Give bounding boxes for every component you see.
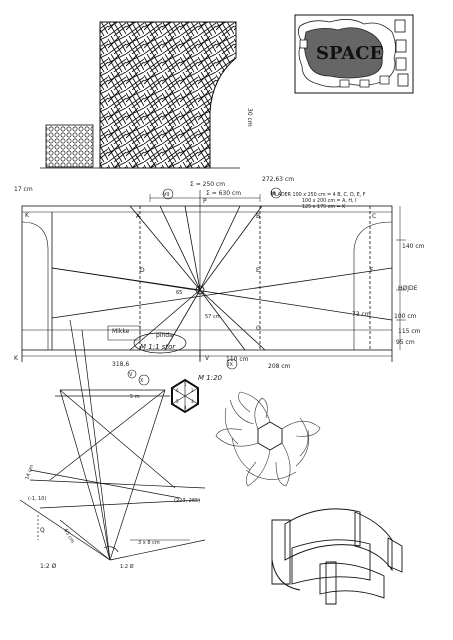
perspective-construction	[19, 319, 206, 561]
circled-mark-3	[226, 358, 238, 370]
space-logo-text: SPACE	[316, 43, 383, 64]
inner-label-d: D	[140, 267, 145, 274]
persp-label-7: 5 m	[130, 394, 140, 400]
circled-mark-4-text: X	[140, 378, 144, 384]
right-dim-2: HØJDE	[398, 285, 418, 292]
circled-mark-1	[162, 188, 174, 200]
hex-label-3: 3	[191, 399, 194, 404]
right-dim-4: 115 cm	[398, 328, 421, 335]
circled-mark-4	[138, 374, 150, 386]
hex-label-4: 4	[184, 405, 187, 410]
plan-drawing	[21, 190, 406, 362]
persp-label-2: (223, 265)	[174, 498, 200, 504]
inner-label-g: G	[256, 325, 261, 332]
corner-label-a: A	[136, 213, 141, 220]
persp-label-8: 3 x 8 cm	[138, 540, 160, 546]
curved-panels-ring	[271, 508, 403, 605]
space-logo-plan: SPACE	[294, 14, 414, 94]
right-dim-5: 95 cm	[396, 339, 415, 346]
top-dim-3: 272,63 cm	[262, 176, 294, 183]
scale-label-1: M 1:1 stor	[140, 343, 176, 351]
legend-line-1: PLADER 100 x 250 cm = 4 B, C, D, E, F	[272, 192, 366, 198]
hex-label-1: 1	[184, 382, 187, 387]
corner-label-k-left: K	[25, 212, 30, 219]
corner-label-b: B	[256, 213, 260, 220]
top-dim-2: Σ = 630 cm	[206, 190, 241, 197]
circled-mark-3-text: IX	[228, 362, 233, 368]
corner-label-k-bottom: K	[14, 355, 19, 362]
inner-label-f: F	[370, 267, 374, 274]
circled-mark-5	[127, 369, 137, 379]
bottom-dim-2: 208 cm	[268, 363, 291, 370]
inner-dim-2: 65	[176, 290, 182, 296]
pattern-note: 30 cm	[246, 108, 253, 127]
persp-label-1: 14 cm	[24, 464, 35, 481]
scale-label-2: M 1:20	[198, 374, 223, 382]
right-dim-3: 100 cm	[394, 313, 417, 320]
inner-dim-3: 57 cm	[205, 314, 221, 320]
persp-label-4: (-1, 10)	[28, 496, 46, 502]
pebble-sample	[45, 124, 94, 168]
lattice-panel	[99, 21, 237, 169]
right-dim-1: 140 cm	[402, 243, 425, 250]
inner-dim-1: 73 cm	[352, 311, 371, 318]
plan-annotations: Σ = 250 cm Σ = 630 cm 272,63 cm 17 cm VI…	[14, 176, 425, 386]
circled-mark-2-text: III	[271, 191, 275, 197]
bottom-dim-1: 110 cm	[226, 356, 249, 363]
small-text-2: pinda	[156, 332, 173, 339]
hex-label-5: 5	[176, 399, 179, 404]
corner-label-v: V	[205, 355, 210, 362]
bottom-dim-3: 318,6	[112, 361, 129, 368]
pinwheel-sketch	[215, 391, 321, 487]
top-dim-1: Σ = 250 cm	[190, 181, 225, 188]
inner-label-e: E	[256, 267, 260, 274]
hex-label-6: 6	[176, 388, 179, 393]
hexagon-symbol: 1 2 3 4 5 6	[171, 378, 199, 414]
hex-label-2: 2	[191, 388, 194, 393]
legend-line-2: 100 x 200 cm = A, H, I	[302, 198, 357, 204]
legend-line-3: 125 x 175 cm = K	[302, 204, 346, 210]
left-dim: 17 cm	[14, 186, 33, 193]
persp-label-6: 1:2 Ø	[40, 563, 57, 570]
small-text-1: Mikke	[112, 328, 130, 335]
corner-label-p: P	[203, 198, 207, 205]
persp-label-9: 1:2 Ø	[120, 563, 134, 570]
persp-label-5: Q	[40, 527, 45, 534]
circled-mark-2	[270, 187, 282, 199]
circled-mark-1-text: VII	[163, 192, 169, 198]
circled-mark-5-text: V	[129, 372, 133, 378]
corner-label-c: C	[372, 213, 376, 220]
